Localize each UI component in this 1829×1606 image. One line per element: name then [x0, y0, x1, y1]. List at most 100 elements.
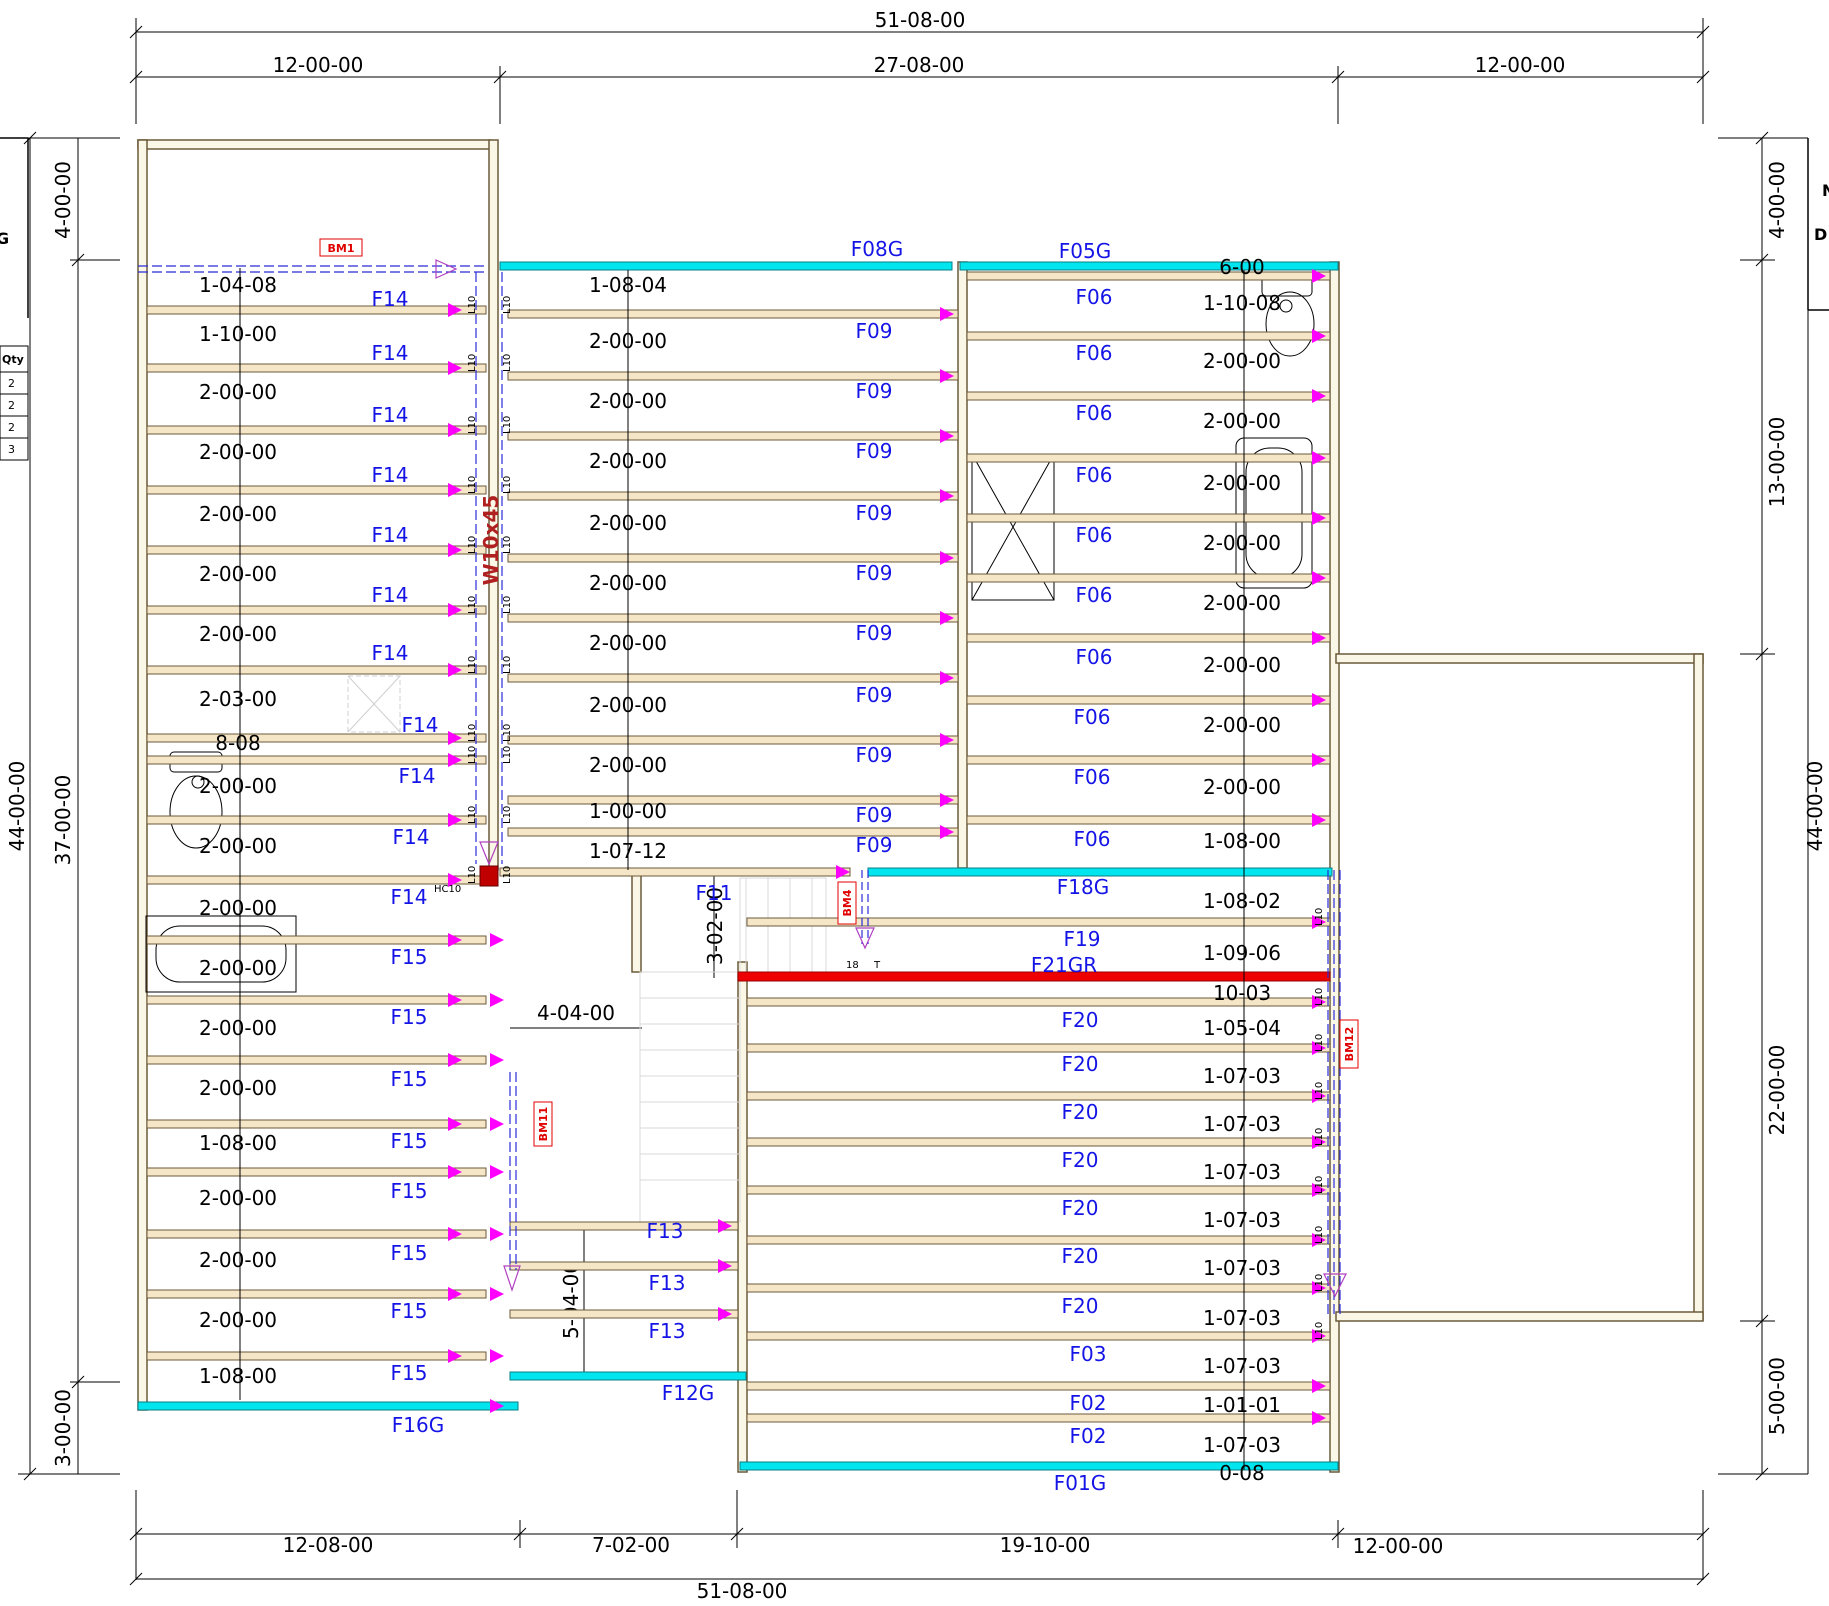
span-dimension: 1-07-03: [1203, 1433, 1281, 1457]
dim-top-segment: 12-00-00: [1475, 53, 1566, 77]
joist-label: F20: [1062, 1196, 1099, 1220]
load-arrow: [490, 1349, 504, 1363]
span-dimension: 1-07-12: [589, 839, 667, 863]
joist: [146, 485, 487, 495]
joist: [966, 331, 1331, 341]
span-dimension: 1-01-01: [1203, 1393, 1281, 1417]
span-dimension: 1-07-03: [1203, 1256, 1281, 1280]
span-dimension: 2-00-00: [1203, 591, 1281, 615]
steel-beam-label: W10x45: [479, 495, 503, 586]
hanger-mark-l10: L10: [1314, 1176, 1325, 1194]
joist-label: F06: [1076, 401, 1113, 425]
span-dimension: 1-05-04: [1203, 1016, 1281, 1040]
bathtub-icon: [145, 915, 297, 993]
joist: [146, 1055, 487, 1065]
joist-label: F15: [391, 1299, 428, 1323]
load-arrow: [448, 1349, 462, 1363]
span-dimension: 2-00-00: [589, 329, 667, 353]
joist: [746, 997, 1331, 1007]
dim-bottom-segment: 7-02-00: [592, 1533, 670, 1557]
joist-label: F20: [1062, 1100, 1099, 1124]
span-dimension: 2-00-00: [199, 440, 277, 464]
beam-end-icon: [855, 927, 875, 950]
joist-label: F06: [1076, 583, 1113, 607]
span-dimension: 2-00-00: [199, 896, 277, 920]
joist-label: F09: [856, 379, 893, 403]
dim-left-inner: 4-00-00: [51, 161, 75, 239]
span-dimension: 2-00-00: [1203, 713, 1281, 737]
load-arrow: [1312, 753, 1326, 767]
dim-right-inner: 13-00-00: [1765, 417, 1789, 508]
right-title-fragment: N D: [1807, 138, 1829, 311]
dimension-texts: 51-08-00 12-00-00 27-08-00 12-00-00 12-0…: [5, 8, 1827, 1603]
load-arrow: [940, 489, 954, 503]
load-arrow: [448, 753, 462, 767]
span-dimension: 1-10-08: [1203, 291, 1281, 315]
joist: [507, 827, 959, 837]
hanger-mark-l10: L10: [502, 296, 513, 314]
hanger-mark-l10: L10: [467, 416, 478, 434]
joist-label: F14: [402, 713, 439, 737]
span-dimension: 2-00-00: [199, 956, 277, 980]
walls: [137, 139, 1704, 1473]
load-arrow: [1312, 1379, 1326, 1393]
load-arrow: [490, 1165, 504, 1179]
dim-interior: 3-02-00: [703, 887, 727, 965]
joist: [507, 491, 959, 501]
joist-label: F09: [856, 561, 893, 585]
load-arrow: [940, 733, 954, 747]
load-arrow: [1312, 269, 1326, 283]
schedule-header: Qty: [2, 353, 24, 366]
dim-interior: 5-04-00: [559, 1261, 583, 1339]
span-dimension: 2-00-00: [199, 834, 277, 858]
right-title-letter: N: [1822, 181, 1829, 200]
joist-label: F18G: [1057, 875, 1109, 899]
dim-bottom-segment: 12-00-00: [1353, 1534, 1444, 1558]
rim-board: [509, 1371, 747, 1381]
span-texts-layer: 1-04-081-10-002-00-002-00-002-00-002-00-…: [199, 255, 1281, 1485]
load-arrow: [718, 1219, 732, 1233]
joist: [146, 1289, 487, 1299]
joist: [507, 553, 959, 563]
joist: [746, 1185, 1331, 1195]
load-arrow: [448, 1053, 462, 1067]
span-dimension: 6-00: [1219, 255, 1264, 279]
joist: [966, 695, 1331, 705]
joist-label: F02: [1070, 1391, 1107, 1415]
joist: [746, 1283, 1331, 1293]
load-arrow: [1312, 451, 1326, 465]
span-dimension: 2-00-00: [1203, 775, 1281, 799]
joist-label: F05G: [1059, 239, 1111, 263]
load-arrow: [1312, 915, 1326, 929]
load-arrow: [448, 603, 462, 617]
span-dimension: 1-00-00: [589, 799, 667, 823]
load-arrow: [1312, 995, 1326, 1009]
joist: [507, 613, 959, 623]
dim-bottom-total: 51-08-00: [697, 1579, 788, 1603]
dim-top-segment: 12-00-00: [273, 53, 364, 77]
hanger-mark-l10: L10: [502, 354, 513, 372]
hanger-mark-l10: L10: [467, 724, 478, 742]
hanger-mark-l10: L10: [1314, 1034, 1325, 1052]
joist-label: F08G: [851, 237, 903, 261]
span-lines-layer: [239, 268, 1245, 1470]
load-arrow: [940, 793, 954, 807]
load-arrow: [490, 1117, 504, 1131]
joist-label: F06: [1074, 705, 1111, 729]
joist-label: F14: [372, 523, 409, 547]
dim-right-inner: 4-00-00: [1765, 161, 1789, 239]
hanger-mark-l10: L10: [467, 354, 478, 372]
span-dimension: 2-00-00: [199, 502, 277, 526]
load-arrow: [448, 1165, 462, 1179]
joist-label: F06: [1074, 765, 1111, 789]
rim-board: [137, 1401, 519, 1411]
left-title-fragment-2: G: [0, 229, 9, 248]
joist-label: F15: [391, 945, 428, 969]
joist-label: F14: [372, 583, 409, 607]
span-dimension: 2-03-00: [199, 687, 277, 711]
span-dimension: 2-00-00: [589, 571, 667, 595]
schedule-qty: 2: [8, 377, 15, 390]
joist-label: F20: [1062, 1294, 1099, 1318]
span-dimension: 1-07-03: [1203, 1112, 1281, 1136]
hanger-code-hc10: HC10: [434, 884, 461, 895]
